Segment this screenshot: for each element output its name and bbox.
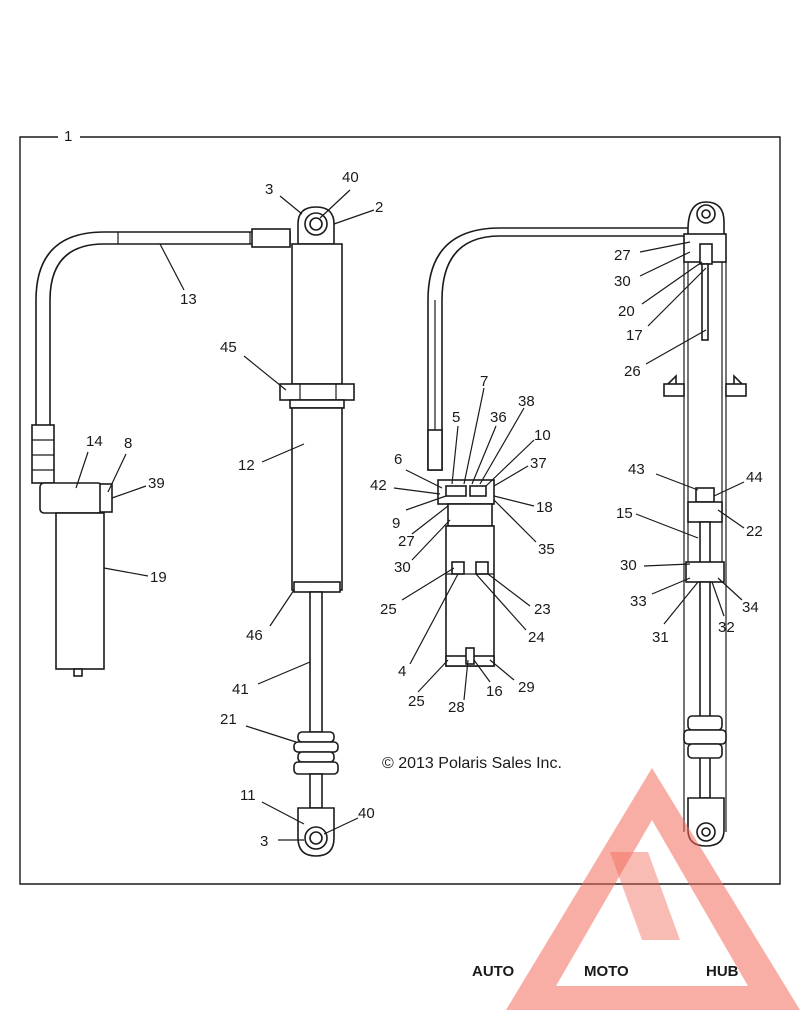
callout-4: 4 (398, 663, 406, 680)
callout-8: 8 (124, 435, 132, 452)
callout-10: 10 (534, 427, 551, 444)
callout-32: 32 (718, 619, 735, 636)
callout-30-right-bottom: 30 (620, 557, 637, 574)
callout-44: 44 (746, 469, 763, 486)
callout-35: 35 (538, 541, 555, 558)
assembly-frame: 1 (19, 128, 781, 885)
callout-3-bottom: 3 (260, 833, 268, 850)
callouts: 3 40 2 13 45 12 14 8 39 19 46 41 21 11 4… (86, 169, 763, 850)
callout-25-lower: 25 (408, 693, 425, 710)
callout-39: 39 (148, 475, 165, 492)
callout-40-bottom: 40 (358, 805, 375, 822)
callout-3-top: 3 (265, 181, 273, 198)
sectioned-reservoir-assembly (427, 227, 691, 667)
callout-18: 18 (536, 499, 553, 516)
callout-6: 6 (394, 451, 402, 468)
callout-19: 19 (150, 569, 167, 586)
callout-45: 45 (220, 339, 237, 356)
leader-lines (75, 189, 745, 841)
watermark-hub: HUB (706, 963, 739, 980)
main-shock-body (279, 206, 355, 857)
callout-28: 28 (448, 699, 465, 716)
callout-38: 38 (518, 393, 535, 410)
callout-5: 5 (452, 409, 460, 426)
callout-20: 20 (618, 303, 635, 320)
callout-7: 7 (480, 373, 488, 390)
callout-9: 9 (392, 515, 400, 532)
callout-16: 16 (486, 683, 503, 700)
copyright-text: © 2013 Polaris Sales Inc. (382, 755, 562, 772)
callout-27-right: 27 (614, 247, 631, 264)
callout-40-top: 40 (342, 169, 359, 186)
callout-11: 11 (240, 787, 256, 804)
callout-46: 46 (246, 627, 263, 644)
callout-22: 22 (746, 523, 763, 540)
callout-36: 36 (490, 409, 507, 426)
callout-29: 29 (518, 679, 535, 696)
callout-25-upper: 25 (380, 601, 397, 618)
callout-30-right-top: 30 (614, 273, 631, 290)
callout-31: 31 (652, 629, 669, 646)
watermark-auto: AUTO (472, 963, 515, 980)
callout-13: 13 (180, 291, 197, 308)
sectioned-main-shock (663, 201, 747, 847)
callout-14: 14 (86, 433, 103, 450)
callout-33: 33 (630, 593, 647, 610)
callout-43: 43 (628, 461, 645, 478)
callout-30-center: 30 (394, 559, 411, 576)
watermark-moto: MOTO (584, 963, 629, 980)
callout-42: 42 (370, 477, 387, 494)
callout-17: 17 (626, 327, 643, 344)
callout-27-center: 27 (398, 533, 415, 550)
callout-26: 26 (624, 363, 641, 380)
watermark-logo: AUTO MOTO HUB (472, 768, 800, 1010)
callout-2: 2 (375, 199, 383, 216)
callout-24: 24 (528, 629, 545, 646)
callout-12: 12 (238, 457, 255, 474)
callout-21: 21 (220, 711, 237, 728)
callout-37: 37 (530, 455, 547, 472)
callout-1: 1 (64, 128, 72, 145)
callout-15: 15 (616, 505, 633, 522)
callout-41: 41 (232, 681, 249, 698)
callout-34: 34 (742, 599, 759, 616)
callout-23: 23 (534, 601, 551, 618)
remote-reservoir-assembly (31, 228, 291, 677)
